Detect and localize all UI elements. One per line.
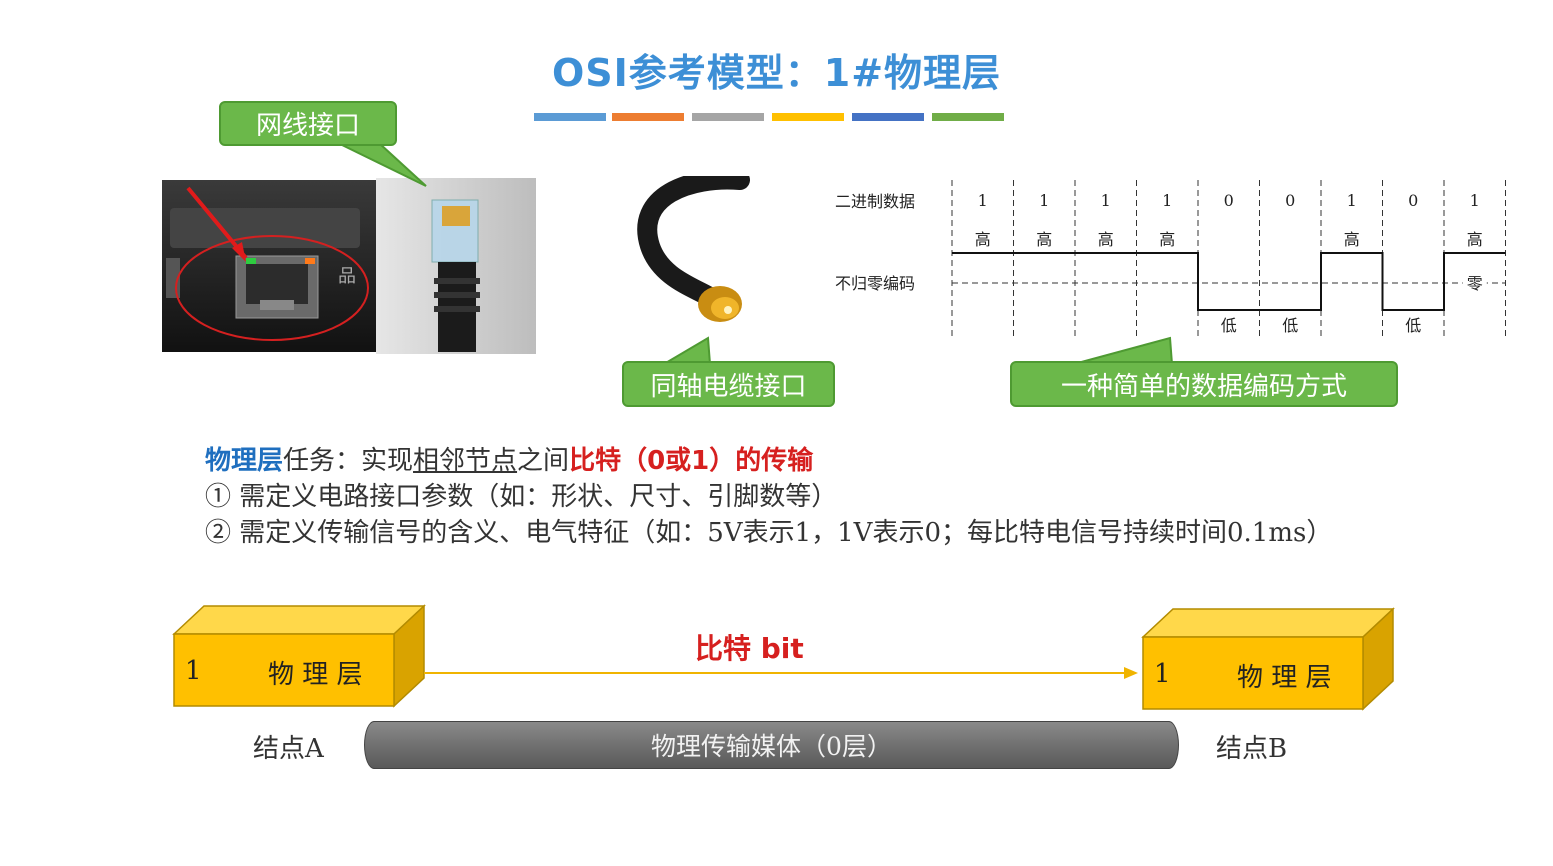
- color-bar-segment: [692, 113, 764, 121]
- level-label: 低: [1282, 316, 1298, 335]
- level-label: 低: [1405, 316, 1421, 335]
- coax-cable-photo: [637, 176, 750, 322]
- task-adjacent-nodes: 相邻节点: [413, 446, 518, 476]
- zero-label-bg: [1462, 272, 1487, 292]
- layer-box-node-b: [1141, 607, 1395, 711]
- physical-medium-cylinder: 物理传输媒体（0层）: [364, 721, 1179, 769]
- bit-value: 1: [1162, 191, 1172, 210]
- row-label-binary: 二进制数据: [835, 192, 915, 211]
- bit-value: 1: [1347, 191, 1357, 210]
- level-label: 高: [1098, 230, 1114, 249]
- layer-name-left: 物 理 层: [268, 660, 363, 690]
- layer-num-right: 1: [1154, 659, 1171, 689]
- zero-level-label: 零: [1467, 274, 1483, 293]
- level-label: 高: [975, 230, 991, 249]
- callout-encoding-method: 一种简单的数据编码方式: [1010, 361, 1398, 407]
- layer-name-right: 物 理 层: [1237, 663, 1332, 693]
- level-label: 高: [1036, 230, 1052, 249]
- layer-box-node-a: [172, 604, 426, 708]
- callout-network-port: 网线接口: [219, 101, 397, 146]
- page-title: OSI参考模型：1#物理层: [551, 51, 1002, 95]
- task-item-1: ① 需定义电路接口参数（如：形状、尺寸、引脚数等）: [205, 482, 838, 512]
- rj45-port-photo: 品: [162, 178, 536, 354]
- callout-coax-port: 同轴电缆接口: [622, 361, 835, 407]
- bit-value: 0: [1408, 191, 1418, 210]
- task-subject: 物理层: [205, 446, 284, 476]
- callout-pointer-rj45: [339, 143, 427, 187]
- bit-value: 1: [1039, 191, 1049, 210]
- nrz-encoding-diagram: 二进制数据 不归零编码 1 高 1 高 1 高 1 高 0 低 0 低 1 高 0 低 1 高零: [835, 180, 1506, 340]
- bit-transfer-arrow: [424, 667, 1138, 679]
- level-label: 高: [1344, 230, 1360, 249]
- level-label: 高: [1159, 230, 1175, 249]
- layer-num-left: 1: [185, 656, 202, 686]
- bit-label: 比特 bit: [695, 632, 804, 665]
- task-item-2: ② 需定义传输信号的含义、电气特征（如：5V表示1，1V表示0；每比特电信号持续…: [205, 518, 1333, 548]
- node-a-label: 结点A: [253, 734, 324, 764]
- task-middle: 之间: [517, 446, 570, 476]
- bit-value: 1: [978, 191, 988, 210]
- nrz-signal-waveform: [952, 252, 1506, 311]
- task-prefix: 任务：实现: [283, 446, 414, 476]
- level-label: 低: [1221, 316, 1237, 335]
- level-label: 高: [1467, 230, 1483, 249]
- color-bar-segment: [932, 113, 1004, 121]
- bit-value: 1: [1470, 191, 1480, 210]
- node-b-label: 结点B: [1216, 734, 1288, 764]
- row-label-nrz: 不归零编码: [835, 274, 915, 293]
- color-bar-segment: [852, 113, 924, 121]
- svg-text:品: 品: [338, 266, 356, 287]
- color-bar-segment: [534, 113, 606, 121]
- task-highlight: 比特（0或1）的传输: [569, 446, 814, 476]
- color-bar-segment: [772, 113, 844, 121]
- task-statement: 物理层任务：实现相邻节点之间比特（0或1）的传输: [205, 440, 813, 477]
- bit-value: 1: [1101, 191, 1111, 210]
- bit-value: 0: [1224, 191, 1234, 210]
- color-bar-segment: [612, 113, 684, 121]
- bit-value: 0: [1285, 191, 1295, 210]
